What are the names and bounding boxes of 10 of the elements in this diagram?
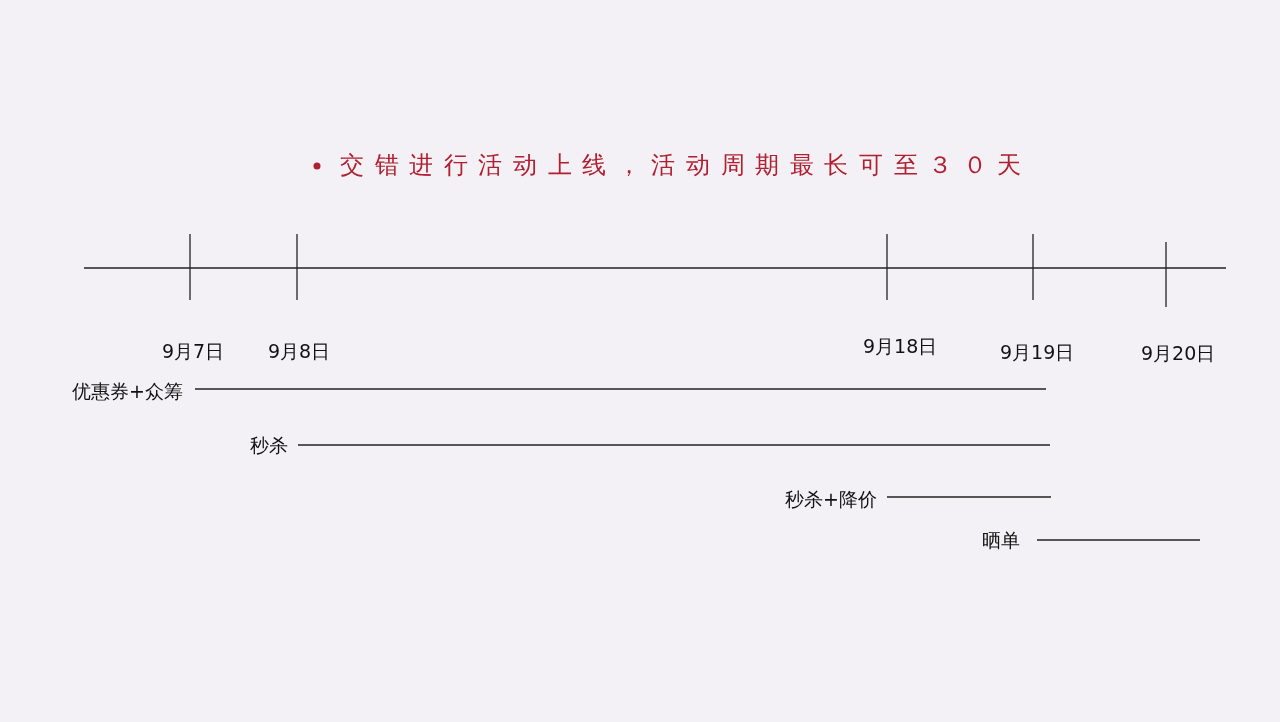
date-label: 9月18日	[863, 334, 938, 358]
date-label: 9月8日	[268, 339, 331, 363]
title: 交错进行活动上线，活动周期最长可至３０天	[340, 150, 1032, 180]
activity-label: 优惠券+众筹	[72, 379, 183, 403]
date-label: 9月7日	[162, 339, 225, 363]
date-label: 9月19日	[1000, 340, 1075, 364]
activity-label: 秒杀	[250, 433, 288, 457]
date-label: 9月20日	[1141, 341, 1216, 365]
activity-label: 秒杀+降价	[785, 487, 877, 511]
activity-label: 晒单	[982, 528, 1020, 552]
